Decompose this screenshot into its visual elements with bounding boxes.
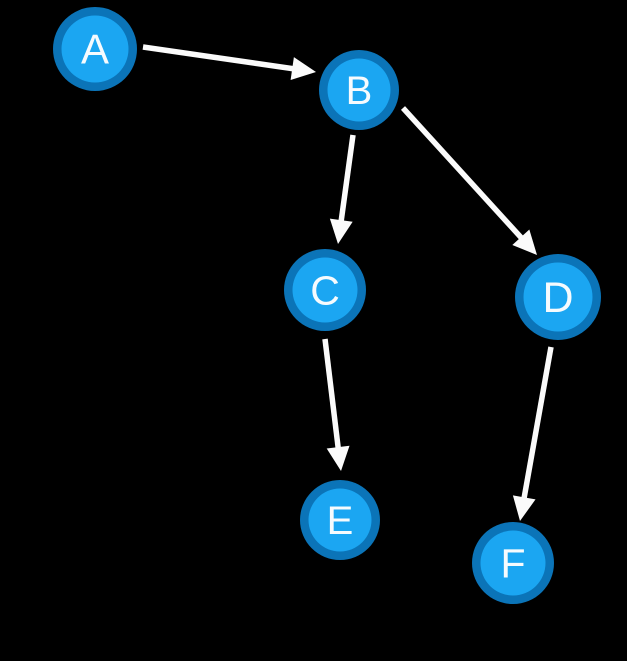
node-body	[61, 15, 129, 83]
edge-B-C	[329, 134, 356, 244]
node-body	[308, 488, 372, 552]
edge-arrowhead-icon	[512, 229, 537, 255]
edge-arrowhead-icon	[512, 495, 536, 521]
node-E[interactable]: E	[300, 480, 380, 560]
node-D[interactable]: D	[515, 254, 601, 340]
node-body	[480, 530, 546, 596]
node-body	[327, 58, 391, 122]
edge-line	[338, 134, 356, 223]
node-body	[523, 262, 593, 332]
edge-C-E	[322, 338, 350, 471]
edge-line	[521, 346, 554, 500]
node-A[interactable]: A	[53, 7, 137, 91]
edge-D-F	[512, 346, 554, 521]
edge-B-D	[400, 106, 537, 255]
node-body	[292, 257, 358, 323]
edge-line	[400, 106, 525, 241]
edge-line	[322, 338, 342, 450]
edge-arrowhead-icon	[290, 57, 316, 80]
edge-line	[142, 44, 295, 72]
edge-arrowhead-icon	[326, 445, 350, 471]
edge-arrowhead-icon	[329, 218, 353, 244]
node-F[interactable]: F	[472, 522, 554, 604]
node-B[interactable]: B	[319, 50, 399, 130]
node-C[interactable]: C	[284, 249, 366, 331]
edge-A-B	[142, 44, 316, 80]
